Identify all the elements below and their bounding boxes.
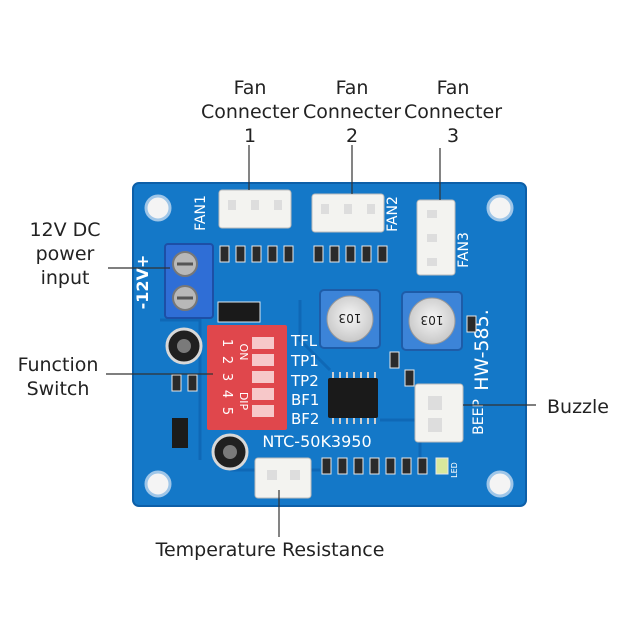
fan-connector-2 bbox=[311, 193, 385, 233]
callout-fan1-line1: Fan bbox=[233, 77, 267, 99]
callout-temperature-resistance: Temperature Resistance bbox=[140, 538, 400, 562]
callout-fan3-line2: Connecter bbox=[403, 101, 503, 123]
callout-fan1-line2: Connecter bbox=[200, 101, 300, 123]
callout-power-line1: 12V DC bbox=[29, 219, 101, 241]
callout-function-line2: Switch bbox=[26, 378, 90, 400]
callout-fan-connecter-1: Fan Connecter 1 bbox=[195, 76, 305, 148]
smd-components bbox=[171, 245, 477, 475]
callout-fan2-line3: 2 bbox=[345, 125, 359, 147]
callout-buzzle-text: Buzzle bbox=[547, 396, 609, 418]
dip-on-label: ON bbox=[237, 344, 250, 361]
callout-function-switch: Function Switch bbox=[6, 353, 110, 401]
mounting-holes bbox=[144, 194, 514, 498]
callout-fan2-line1: Fan bbox=[335, 77, 369, 99]
dip-switch: 1 2 3 4 5 ON DIP bbox=[207, 325, 287, 430]
pot-code-2: 103 bbox=[421, 313, 444, 327]
switch-func-tp1: TP1 bbox=[290, 352, 319, 370]
capacitor-2 bbox=[211, 433, 249, 471]
callout-power-input: 12V DC power input bbox=[20, 218, 110, 290]
pot-code-1: 103 bbox=[339, 311, 362, 325]
dip-number-3: 3 bbox=[219, 373, 234, 381]
dip-number-2: 2 bbox=[219, 356, 234, 364]
callout-fan-connecter-2: Fan Connecter 2 bbox=[297, 76, 407, 148]
potentiometer-2: 103 bbox=[401, 291, 463, 351]
switch-func-tp2: TP2 bbox=[290, 372, 319, 390]
callout-buzzle: Buzzle bbox=[538, 395, 618, 419]
temperature-connector bbox=[254, 457, 312, 499]
callout-function-line1: Function bbox=[17, 354, 99, 376]
switch-func-tfl: TFL bbox=[290, 332, 318, 350]
capacitor-1 bbox=[165, 327, 203, 365]
silk-beep: BEEP bbox=[471, 399, 487, 435]
silk-ntc: NTC-50K3950 bbox=[262, 432, 371, 451]
silk-power: -12V+ bbox=[133, 255, 152, 310]
callout-power-line2: power bbox=[35, 243, 95, 265]
power-terminal bbox=[164, 243, 214, 319]
callout-fan2-line2: Connecter bbox=[302, 101, 402, 123]
callout-fan3-line3: 3 bbox=[446, 125, 460, 147]
fan-connector-3 bbox=[416, 199, 456, 276]
dip-number-5: 5 bbox=[219, 407, 234, 415]
callout-power-line3: input bbox=[40, 267, 90, 289]
switch-func-bf1: BF1 bbox=[291, 391, 319, 409]
callout-fan3-line1: Fan bbox=[436, 77, 470, 99]
potentiometer-1: 103 bbox=[319, 289, 381, 349]
silk-fan2: FAN2 bbox=[385, 196, 401, 232]
switch-func-bf2: BF2 bbox=[291, 410, 319, 428]
buzzer-connector bbox=[414, 383, 464, 443]
callout-fan-connecter-3: Fan Connecter 3 bbox=[398, 76, 508, 148]
callout-lines bbox=[106, 145, 536, 537]
dip-number-1: 1 bbox=[219, 339, 234, 347]
dip-number-4: 4 bbox=[219, 390, 234, 398]
dip-name-label: DIP bbox=[237, 392, 250, 411]
regulator-chip bbox=[217, 301, 261, 323]
ic-chip bbox=[328, 372, 378, 424]
silk-led: LED bbox=[450, 462, 459, 478]
silk-fan1: FAN1 bbox=[193, 195, 209, 231]
fan-connector-1 bbox=[218, 189, 292, 229]
callout-temperature-text: Temperature Resistance bbox=[155, 539, 385, 561]
silk-fan3: FAN3 bbox=[456, 232, 472, 268]
callout-fan1-line3: 1 bbox=[243, 125, 257, 147]
